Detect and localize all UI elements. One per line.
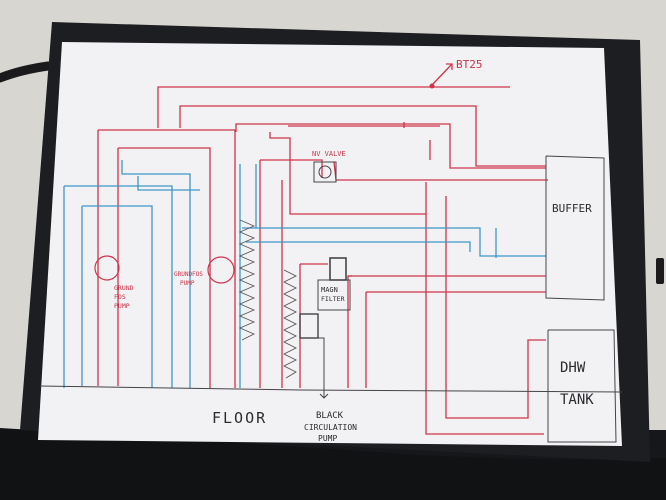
grundfos-left-label-3: PUMP <box>114 302 130 310</box>
magn-filter-label-2: FILTER <box>321 295 345 303</box>
black-pump-label-3: PUMP <box>318 434 337 443</box>
sensor-dot <box>429 83 435 89</box>
dark-fabric-edge <box>0 428 666 500</box>
black-pump-label-1: BLACK <box>316 411 344 421</box>
dhw-label-2: TANK <box>560 392 594 408</box>
valve-label: NV VALVE <box>312 150 346 158</box>
buffer-label: BUFFER <box>552 202 592 215</box>
pencil-spring-left <box>238 219 256 341</box>
black-pump-label-2: CIRCULATION <box>304 423 357 432</box>
dhw-label-1: DHW <box>560 360 586 376</box>
hot-pipes <box>97 63 548 435</box>
cold-pipes <box>63 160 546 388</box>
grundfos-right-label-1: GRUNDFOS <box>174 271 203 278</box>
grundfos-left-label-2: FOS <box>114 293 126 301</box>
magn-filter-label-1: MAGN <box>321 286 338 294</box>
paper-sheet <box>38 42 622 446</box>
grundfos-right-label-2: PUMP <box>180 280 195 287</box>
tablet-button <box>656 258 664 284</box>
pencil-elements <box>39 155 623 443</box>
pencil-spring-right <box>282 269 298 379</box>
grundfos-pump-left-circle <box>94 255 120 281</box>
floor-label: FLOOR <box>212 409 267 427</box>
grundfos-left-label-1: GRUND <box>114 284 134 292</box>
sensor-label: BT25 <box>456 58 483 71</box>
grundfos-pump-right-circle <box>207 256 235 284</box>
charging-cable <box>0 61 53 83</box>
